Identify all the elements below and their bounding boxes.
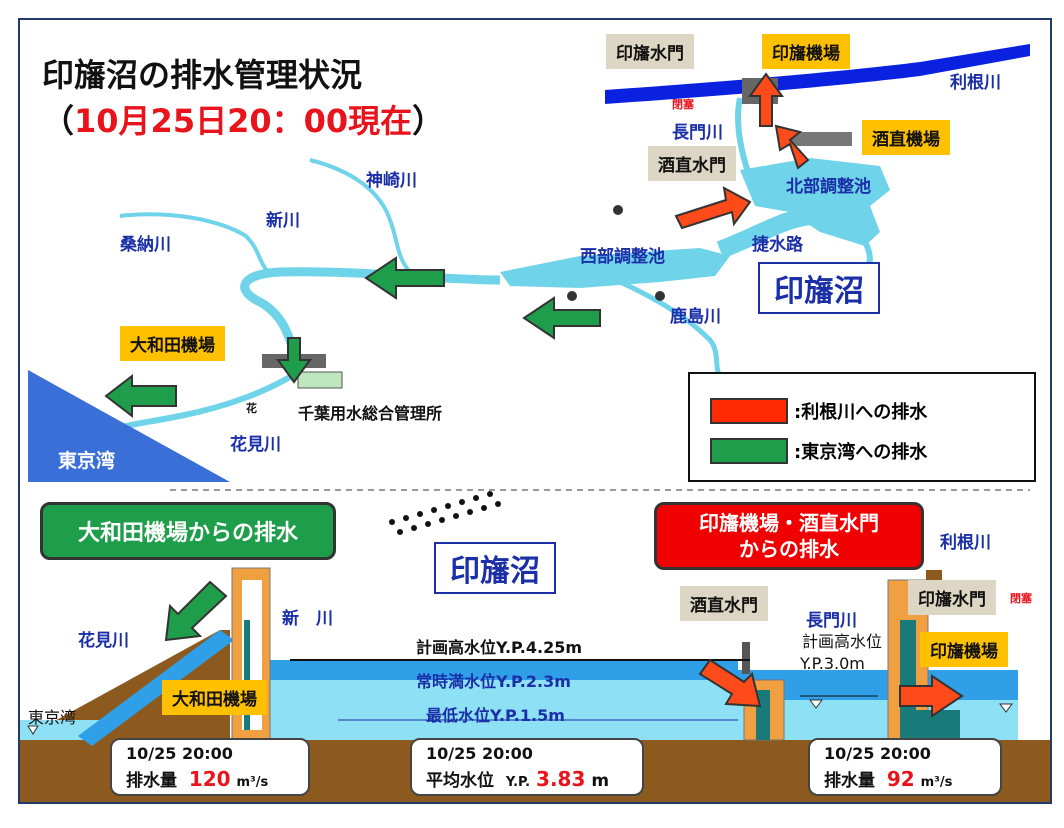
section-arrow-red-1 xyxy=(698,658,762,708)
label-hokubu: 北部調整池 xyxy=(786,177,871,197)
map-arrow-red-3 xyxy=(674,186,752,230)
section-box-sakanao-suimon: 酒直水門 xyxy=(680,586,768,621)
hokubu-pond xyxy=(740,158,890,246)
label-kanzaki: 神崎川 xyxy=(366,171,417,191)
page-title: 印旛沼の排水管理状況 xyxy=(42,56,363,94)
section-nagato-plan-2: Y.P.3.0m xyxy=(800,654,865,673)
info-panel-inba: 10/25 20:00 排水量 92 m³/s xyxy=(808,738,1002,796)
info-panel-level: 10/25 20:00 平均水位 Y.P. 3.83 m xyxy=(410,738,644,796)
kanzaki-river xyxy=(309,158,412,274)
box-inba-suimon: 印旛水門 xyxy=(606,34,694,69)
map-arrow-red-2 xyxy=(774,124,810,170)
label-tokyo-bay: 東京湾 xyxy=(58,450,116,472)
hanami-channel xyxy=(78,630,234,746)
label-hana: 花 xyxy=(246,402,257,415)
label-tone: 利根川 xyxy=(950,73,1001,93)
legend: :利根川への排水 :東京湾への排水 xyxy=(688,372,1036,482)
section-label-hanami: 花見川 xyxy=(78,631,129,651)
legend-red-swatch xyxy=(710,398,788,424)
label-kuwanou: 桑納川 xyxy=(120,235,171,255)
section-right-title: 印旛機場・酒直水門からの排水 xyxy=(654,502,924,570)
section-nagato-plan-1: 計画高水位 xyxy=(802,632,883,651)
box-sakanao-suimon: 酒直水門 xyxy=(648,146,736,181)
section-lake-label: 印旛沼 xyxy=(434,542,556,594)
legend-green-label: :東京湾への排水 xyxy=(794,442,928,463)
label-kashima: 鹿島川 xyxy=(670,307,721,327)
legend-green-swatch xyxy=(710,438,788,464)
label-closed-map: 閉塞 xyxy=(672,98,694,111)
nagato-river xyxy=(735,97,753,180)
section-arrow-green xyxy=(164,580,228,642)
seibu-pond xyxy=(500,248,730,288)
section-left-title: 大和田機場からの排水 xyxy=(40,502,336,560)
section-label-bay: 東京湾 xyxy=(28,708,77,727)
label-chiba-office: 千葉用水総合管理所 xyxy=(298,404,443,423)
page-subtitle: （10月25日20：00現在） xyxy=(42,102,445,140)
label-shinkawa: 新川 xyxy=(266,211,300,231)
tokyo-bay xyxy=(28,370,230,482)
section-box-inba-kijo: 印旛機場 xyxy=(920,632,1008,667)
section-label-closed: 閉塞 xyxy=(1010,592,1032,605)
box-sakanao-kijo: 酒直機場 xyxy=(862,120,950,155)
section-label-nagato: 長門川 xyxy=(806,611,857,631)
map-arrow-green-1 xyxy=(364,256,445,300)
kashima-river xyxy=(618,279,723,378)
label-nagato: 長門川 xyxy=(672,123,723,143)
map-arrow-green-3 xyxy=(276,337,312,384)
map-arrow-green-4 xyxy=(104,373,177,419)
subtitle-date: 10月25日20：00現在 xyxy=(74,102,413,140)
legend-red-label: :利根川への排水 xyxy=(794,402,928,423)
section-arrow-red-2 xyxy=(899,674,964,718)
sakanao-gate xyxy=(742,642,750,674)
info-panel-owada: 10/25 20:00 排水量 120 m³/s xyxy=(110,738,310,796)
section-box-inba-suimon: 印旛水門 xyxy=(908,580,996,615)
section-label-shinkawa: 新 川 xyxy=(282,609,333,629)
label-seibu: 西部調整池 xyxy=(580,247,665,267)
hanami-river xyxy=(109,369,300,433)
map-arrow-green-2 xyxy=(522,296,601,340)
tone-river xyxy=(605,44,1030,104)
level-normal-full: 常時満水位Y.P.2.3m xyxy=(416,672,571,691)
level-lowest: 最低水位Y.P.1.5m xyxy=(426,706,565,725)
map-lake-label: 印旛沼 xyxy=(758,262,880,314)
box-inba-kijo: 印旛機場 xyxy=(762,34,850,69)
box-owada-kijo: 大和田機場 xyxy=(120,326,225,361)
diagram-frame: 印旛沼の排水管理状況 （10月25日20：00現在） 印旛水門 印旛機場 利根川… xyxy=(18,18,1052,804)
section-label-tone: 利根川 xyxy=(940,533,991,553)
section-box-owada: 大和田機場 xyxy=(162,680,267,715)
kuwanou-river xyxy=(119,212,272,276)
shosuiro xyxy=(716,207,812,259)
map-arrow-red-1 xyxy=(748,72,784,127)
map-svg xyxy=(20,44,1050,802)
label-hanami: 花見川 xyxy=(230,435,281,455)
level-plan-high: 計画高水位Y.P.4.25m xyxy=(416,638,583,657)
label-shosuiro: 捷水路 xyxy=(752,235,803,255)
shinkawa-river xyxy=(240,267,501,358)
